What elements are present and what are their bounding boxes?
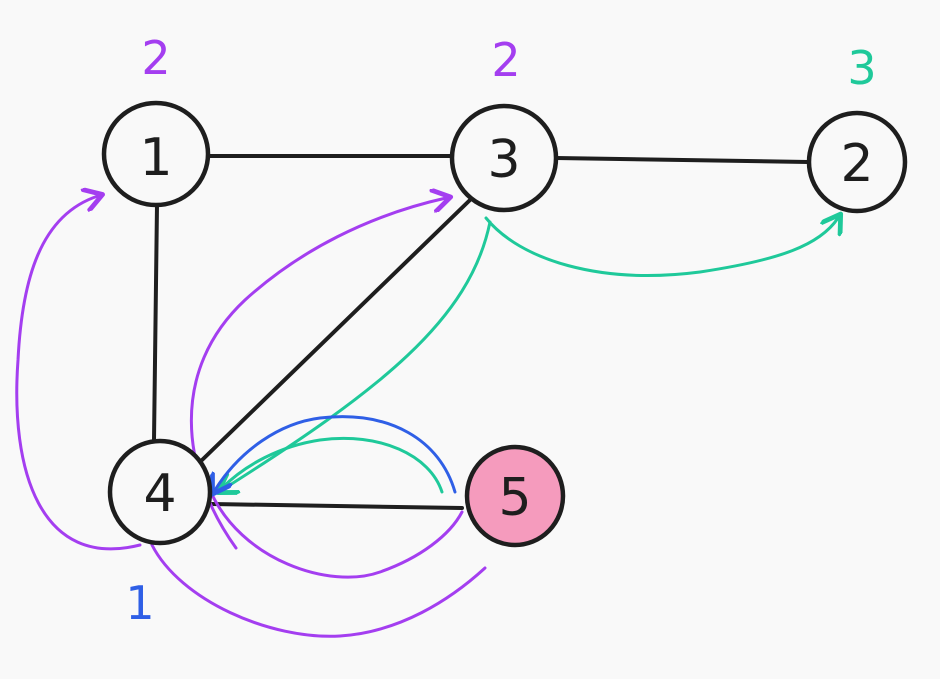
node-3-circle xyxy=(449,103,559,213)
annotation-node-4: 1 xyxy=(125,576,154,630)
node-1-label: 1 xyxy=(139,128,172,188)
purple-arc-4-5-bottom xyxy=(150,543,487,638)
node-1-circle xyxy=(101,100,211,208)
node-3-label: 3 xyxy=(487,130,520,190)
edge-4-5 xyxy=(210,502,464,510)
green-arrow-5-to-4 xyxy=(220,436,444,494)
node-5-label: 5 xyxy=(498,468,531,528)
node-2-circle xyxy=(806,110,908,214)
annotation-node-2: 3 xyxy=(847,41,876,95)
purple-arrow-4-to-1 xyxy=(15,196,142,551)
edge-1-4 xyxy=(152,203,159,442)
node-4-circle xyxy=(107,438,213,546)
blue-arrow-5-to-4 xyxy=(215,415,457,492)
annotation-node-1: 2 xyxy=(141,31,170,85)
green-arrow-3-to-2 xyxy=(484,218,838,277)
edge-3-2 xyxy=(554,156,810,164)
edge-3-4 xyxy=(198,198,472,464)
node-5-circle xyxy=(464,444,566,548)
purple-arc-4-5-top xyxy=(208,488,464,579)
node-2-label: 2 xyxy=(840,134,873,194)
annotation-node-3: 2 xyxy=(491,33,520,87)
purple-arrow-4-to-3 xyxy=(189,198,446,550)
green-arrow-3-to-4 xyxy=(222,220,492,490)
node-4-label: 4 xyxy=(143,464,176,524)
